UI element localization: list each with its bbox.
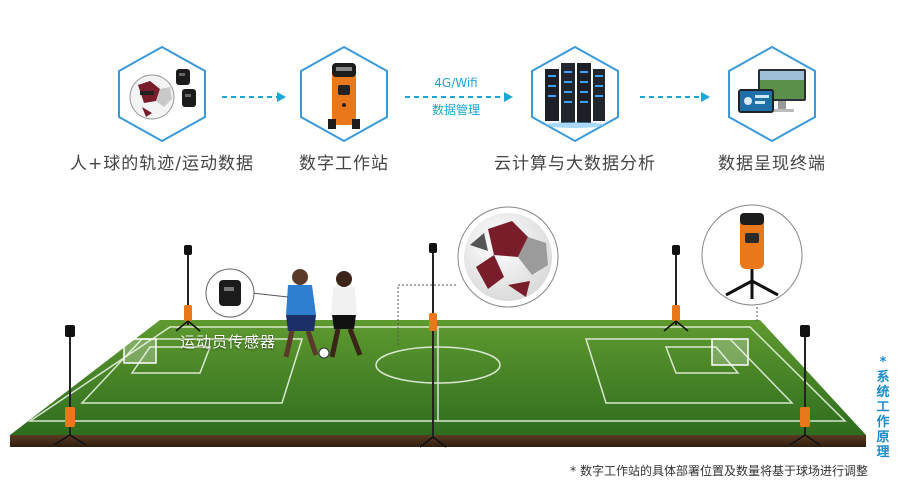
ball-and-sensor-icon [118, 45, 206, 143]
data-management-label: 数据管理 [431, 103, 481, 117]
workflow-diagram: 4G/Wifi 数据管理 人+球的轨迹/运动数据 数字工作站 云计算与大数据分析… [0, 0, 914, 185]
workstation-device-icon [300, 45, 388, 143]
side-title: *系统工作原理 [876, 355, 890, 460]
stage-label-cloud-computing: 云计算与大数据分析 [494, 154, 656, 174]
sensor-device-icon [219, 280, 241, 306]
stage-label-tracking-data: 人+球的轨迹/运动数据 [70, 154, 254, 174]
flow-arrows [222, 92, 710, 102]
players [283, 269, 363, 359]
deployment-footnote: * 数字工作站的具体部署位置及数量将基于球场进行调整 [570, 464, 868, 478]
player-sensor-label: 运动员传感器 [180, 333, 277, 351]
workstation-callout [701, 204, 803, 321]
tracking-pole-group [53, 243, 821, 448]
stage-label-workstation: 数字工作站 [299, 154, 389, 174]
display-terminal-icon [728, 45, 816, 143]
stage-label-display-terminal: 数据呈现终端 [718, 154, 826, 174]
soccer-field [10, 204, 866, 448]
network-label: 4G/Wifi [434, 76, 478, 90]
server-rack-icon [531, 45, 619, 143]
workstation-tripod-icon [725, 213, 779, 299]
player-sensor-callout [205, 268, 289, 318]
ball-callout [397, 206, 559, 345]
field-illustration: 运动员传感器 [0, 185, 914, 485]
